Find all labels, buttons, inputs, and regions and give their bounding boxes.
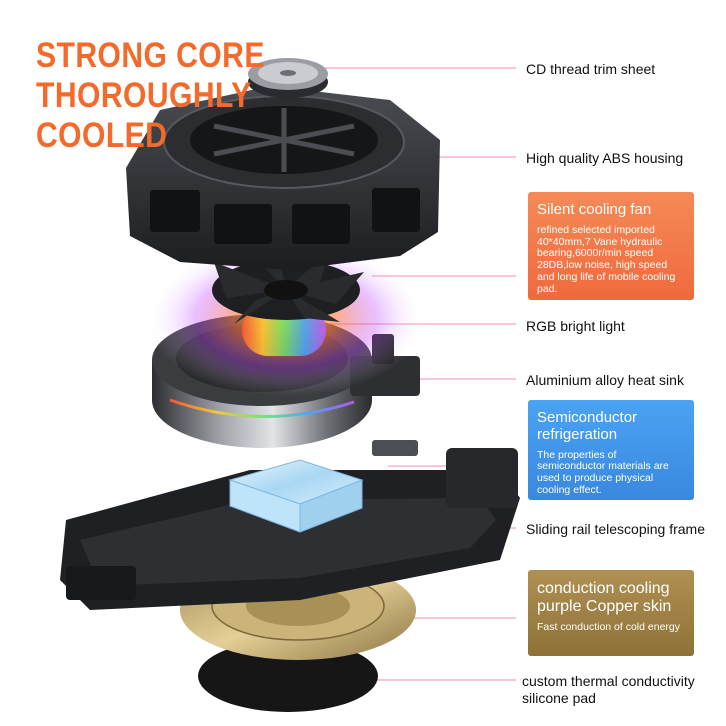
copper-box-description: Fast conduction of cold energy <box>537 620 681 633</box>
feature-box-semiconductor: Semiconductor refrigeration The properti… <box>528 400 694 500</box>
headline-line-1: STRONG CORE <box>36 36 265 75</box>
abs-housing <box>126 86 440 270</box>
copper-box-title: conduction cooling purple Copper skin <box>537 580 672 615</box>
fan-box-title: Silent cooling fan <box>537 201 652 218</box>
label-sliding-rail: Sliding rail telescoping frame <box>526 521 705 537</box>
fan-box-description: refined selected imported 40*40mm,7 Vane… <box>537 223 676 295</box>
silicone-pad-shape <box>198 640 378 712</box>
label-heat-sink: Aluminium alloy heat sink <box>526 372 684 388</box>
headline: STRONG CORE THOROUGHLY COOLED <box>36 36 265 156</box>
headline-line-2: THOROUGHLY <box>36 75 252 115</box>
label-abs-housing: High quality ABS housing <box>526 150 684 166</box>
feature-box-copper: conduction cooling purple Copper skin Fa… <box>528 570 694 656</box>
fan-blades <box>212 248 364 324</box>
feature-box-fan: Silent cooling fan refined selected impo… <box>528 192 694 300</box>
cd-trim-sheet <box>248 58 328 98</box>
label-cd-trim: CD thread trim sheet <box>526 61 656 77</box>
label-silicone-pad: custom thermal conductivity silicone pad <box>522 673 695 706</box>
semiconductor-block <box>228 459 364 533</box>
semiconductor-box-title: Semiconductor refrigeration <box>537 409 638 443</box>
headline-line-3: COOLED <box>36 115 168 155</box>
sliding-rail-frame <box>60 440 520 610</box>
semiconductor-box-description: The properties of semiconductor material… <box>537 448 669 496</box>
label-rgb-light: RGB bright light <box>526 318 625 334</box>
